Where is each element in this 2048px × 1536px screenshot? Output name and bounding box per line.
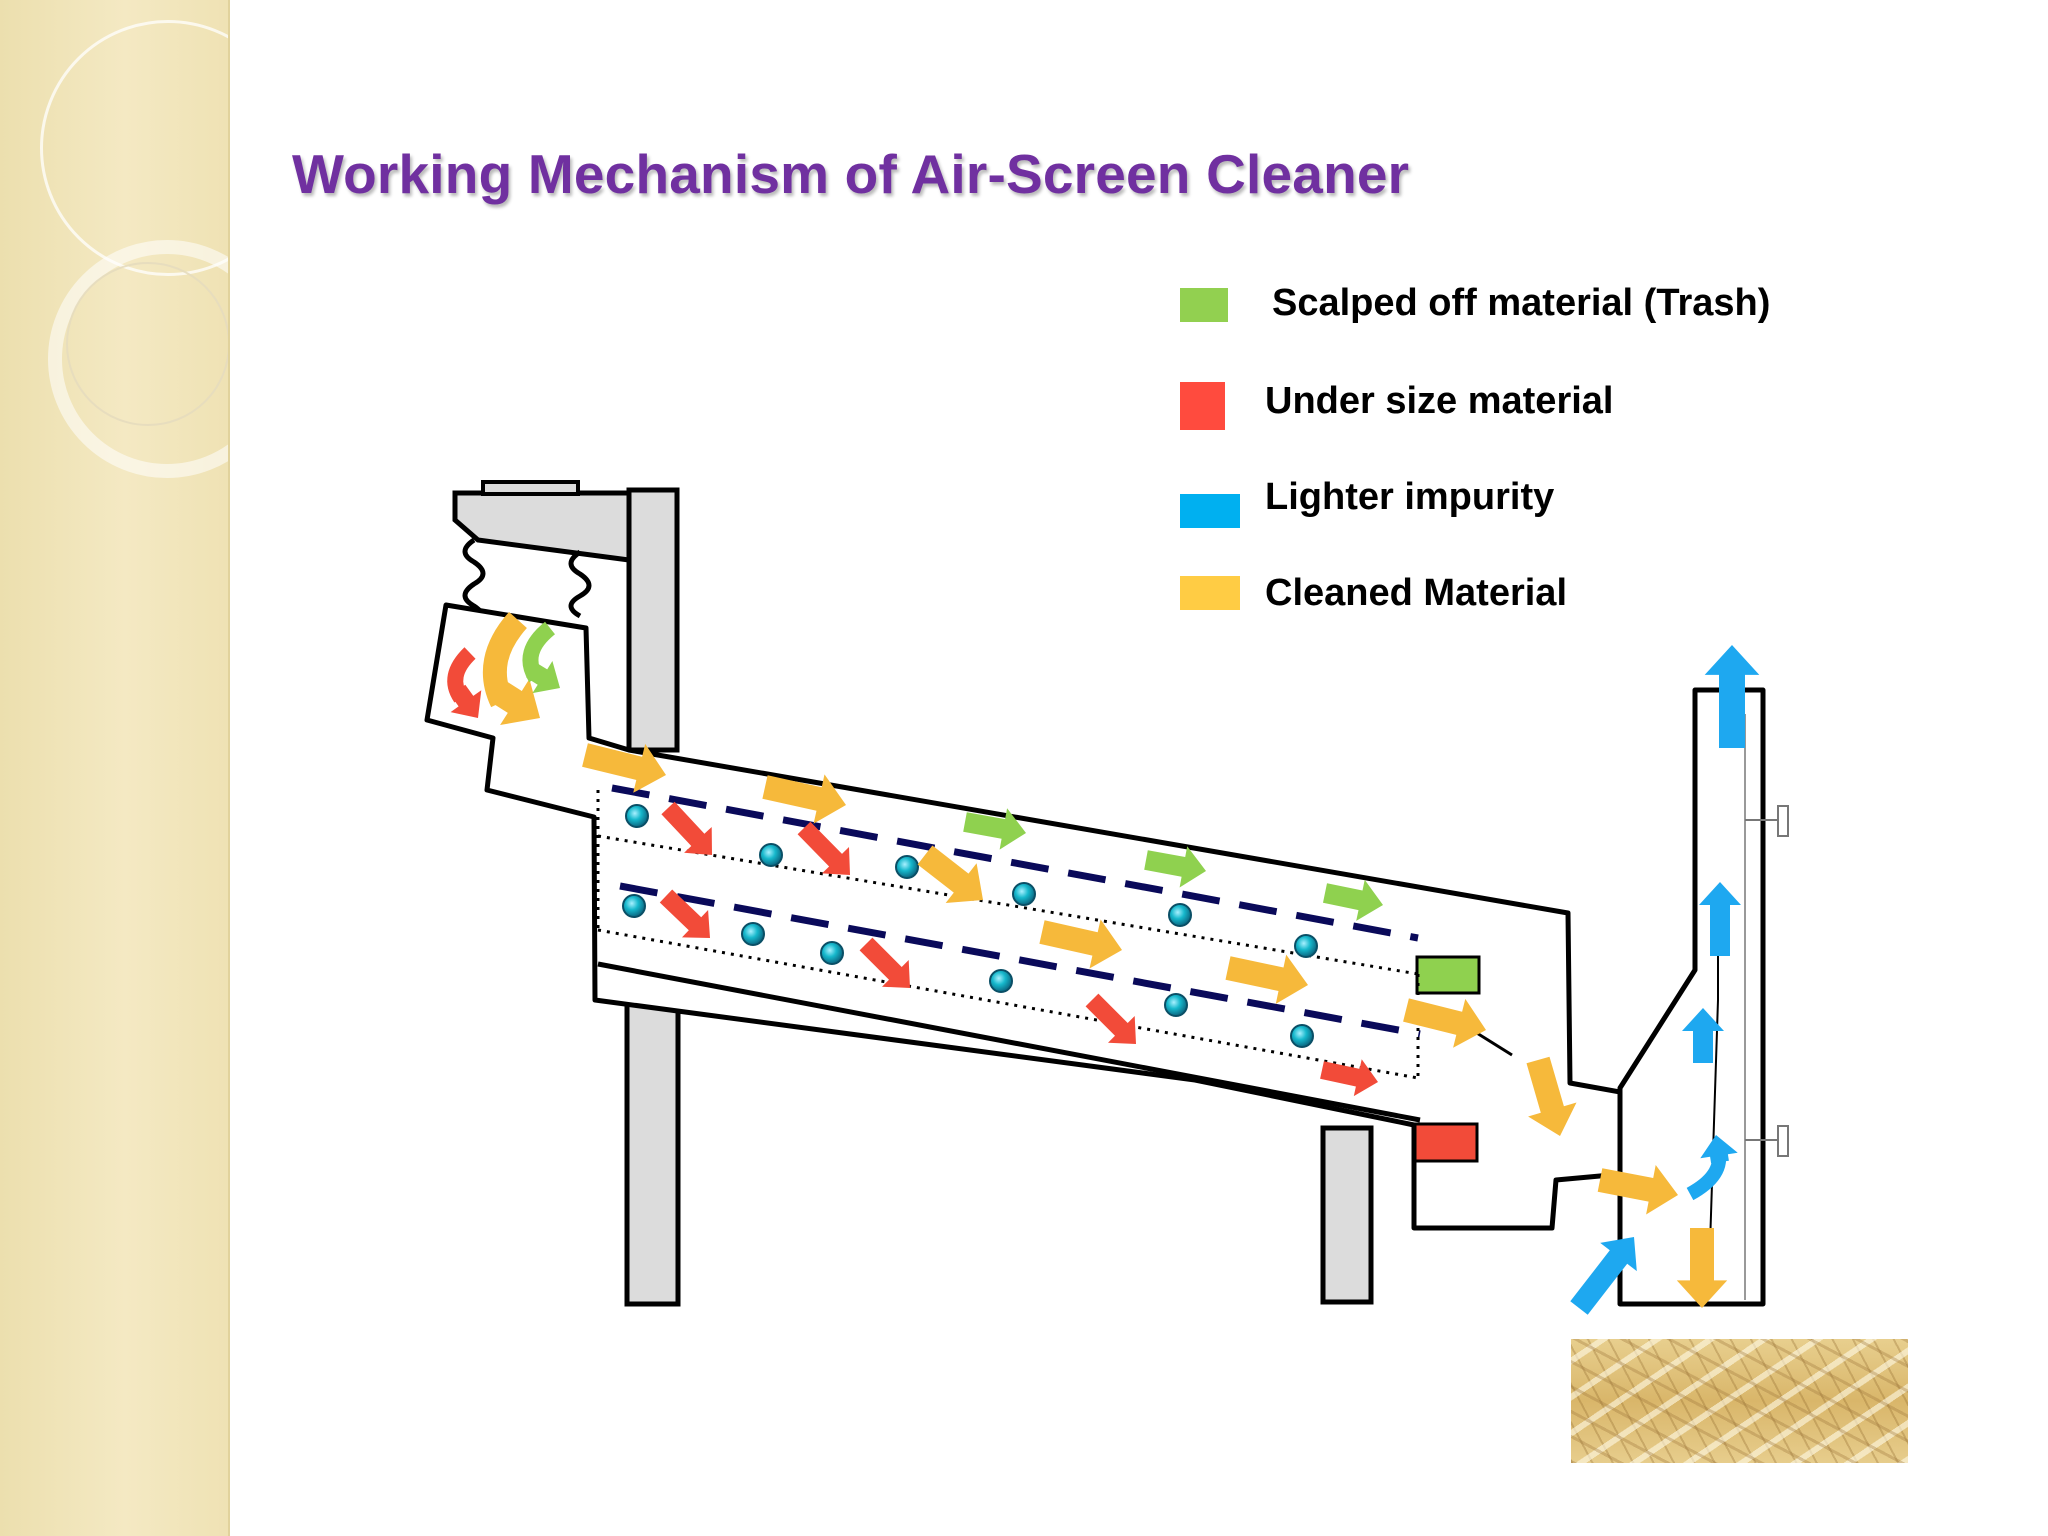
- trash-arrow-icon: [963, 808, 1026, 850]
- grain-photo: [1571, 1339, 1908, 1463]
- light-impurity-particle-icon: [989, 969, 1013, 993]
- cleaned-arrow-icon: [762, 774, 846, 824]
- top-screen-mesh: [597, 834, 1419, 976]
- legend-item-cleaned: Cleaned Material: [1180, 572, 1820, 632]
- undersize-arrow-icon: [859, 937, 910, 988]
- legend-swatch-undersize: [1180, 382, 1225, 430]
- undersize-arrow-icon: [1085, 993, 1136, 1044]
- legend-label-undersize: Under size material: [1265, 380, 1614, 422]
- machine-upright-post: [626, 487, 680, 753]
- damper-handle-upper: [1777, 805, 1789, 837]
- feed-cleaned-arrow-icon: [489, 678, 540, 725]
- legend-swatch-light: [1180, 494, 1240, 528]
- light-arrow-icon: [1682, 1008, 1724, 1063]
- light-impurity-particles: [622, 804, 1318, 1048]
- machine-top-bracket: [452, 490, 632, 563]
- cleaned-arrow-icon: [1526, 1056, 1577, 1136]
- light-impurity-particle-icon: [625, 804, 649, 828]
- light-impurity-particle-icon: [622, 894, 646, 918]
- feed-undersize-arrow-icon: [450, 684, 482, 718]
- light-impurity-particle-icon: [895, 855, 919, 879]
- top-screen: [611, 784, 1419, 942]
- cleaned-arrow-icon: [1039, 919, 1122, 969]
- decorative-sidebar: [0, 0, 230, 1536]
- cleaned-arrow-icon: [1676, 1228, 1728, 1308]
- trash-bin: [1415, 955, 1481, 995]
- light-arrow-icon: [1570, 1237, 1637, 1315]
- cleaned-arrow-icon: [1225, 954, 1308, 1004]
- cleaned-arrow-icon: [582, 743, 666, 793]
- light-impurity-particle-icon: [1164, 993, 1188, 1017]
- undersize-arrow-icon: [797, 821, 850, 875]
- feed-trash-arrow-icon: [526, 661, 560, 694]
- light-impurity-particle-icon: [1168, 903, 1192, 927]
- legend-label-trash: Scalped off material (Trash): [1272, 282, 1771, 324]
- damper-handle-lower: [1777, 1125, 1789, 1157]
- slide-title: Working Mechanism of Air-Screen Cleaner: [292, 143, 1410, 205]
- legend-swatch-cleaned: [1180, 576, 1240, 610]
- legend-item-light: Lighter impurity: [1180, 476, 1820, 536]
- undersize-arrow-icon: [1320, 1059, 1378, 1097]
- machine-leg-left: [624, 999, 681, 1307]
- undersize-arrow-icon: [659, 889, 710, 938]
- screen-deck-lower-edge: [597, 961, 1421, 1123]
- light-arrow-icon: [1700, 1135, 1738, 1164]
- flow-arrows: [447, 611, 1760, 1315]
- undersize-arrow-icon: [661, 801, 712, 855]
- bottom-screen-mesh: [597, 928, 1419, 1080]
- legend-item-undersize: Under size material: [1180, 380, 1820, 440]
- cleaned-arrow-icon: [917, 845, 983, 903]
- light-impurity-particle-icon: [820, 941, 844, 965]
- legend-swatch-trash: [1180, 288, 1228, 322]
- machine-top-plate: [481, 480, 580, 496]
- light-impurity-particle-icon: [1012, 882, 1036, 906]
- light-arrow-icon: [1699, 882, 1741, 956]
- trash-arrow-icon: [1144, 846, 1206, 888]
- aspiration-column: [1617, 687, 1766, 1307]
- legend-item-trash: Scalped off material (Trash): [1180, 282, 1820, 342]
- decorative-ring-small: [66, 262, 228, 426]
- trash-arrow-icon: [1323, 879, 1383, 921]
- deflector-line: [1471, 1028, 1513, 1057]
- light-impurity-particle-icon: [741, 922, 765, 946]
- legend-label-light: Lighter impurity: [1265, 476, 1555, 518]
- legend-label-cleaned: Cleaned Material: [1265, 572, 1567, 614]
- bottom-screen: [619, 882, 1421, 1038]
- cleaned-arrow-icon: [1597, 1165, 1678, 1215]
- machine-body-outline: [424, 602, 1701, 1231]
- spring-right: [568, 549, 592, 619]
- light-arrow-icon: [1704, 645, 1760, 748]
- light-impurity-particle-icon: [1294, 934, 1318, 958]
- light-impurity-particle-icon: [1290, 1024, 1314, 1048]
- light-impurity-particle-icon: [759, 843, 783, 867]
- cleaned-arrow-icon: [1403, 998, 1486, 1048]
- undersize-bin: [1413, 1122, 1479, 1163]
- machine-leg-right: [1320, 1125, 1374, 1305]
